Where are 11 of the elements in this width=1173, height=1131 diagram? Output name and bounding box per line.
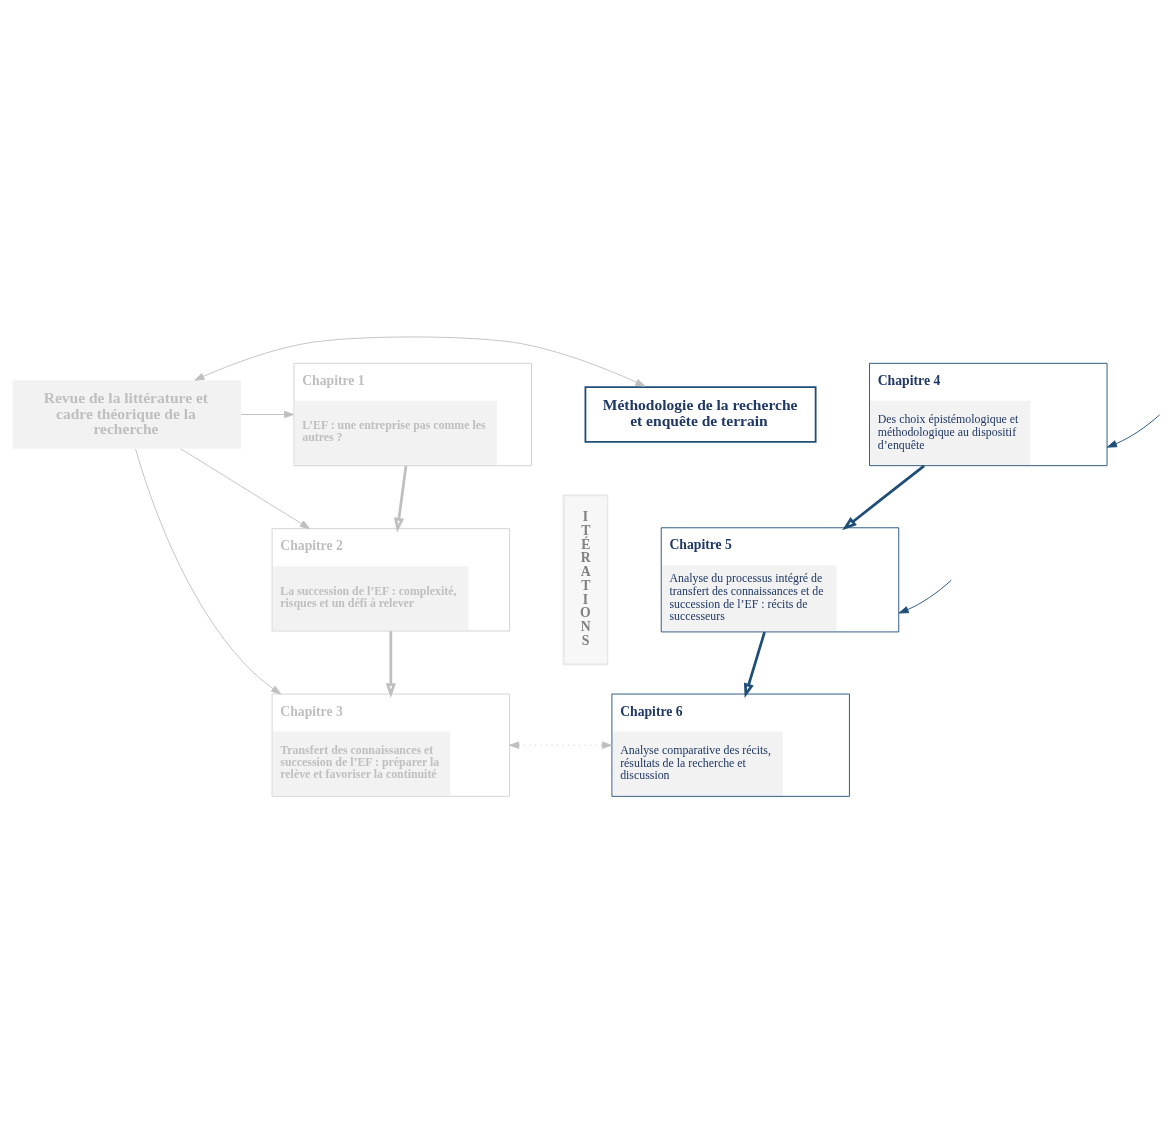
arrow (743, 631, 766, 698)
arrow (194, 336, 646, 387)
arrow (135, 448, 282, 695)
arrow (842, 464, 925, 531)
arrow (1106, 414, 1161, 448)
arrow (509, 741, 612, 749)
arrow (393, 465, 408, 533)
arrow (385, 631, 396, 698)
arrow (180, 448, 310, 529)
arrow (898, 579, 952, 614)
arrow (240, 410, 295, 419)
